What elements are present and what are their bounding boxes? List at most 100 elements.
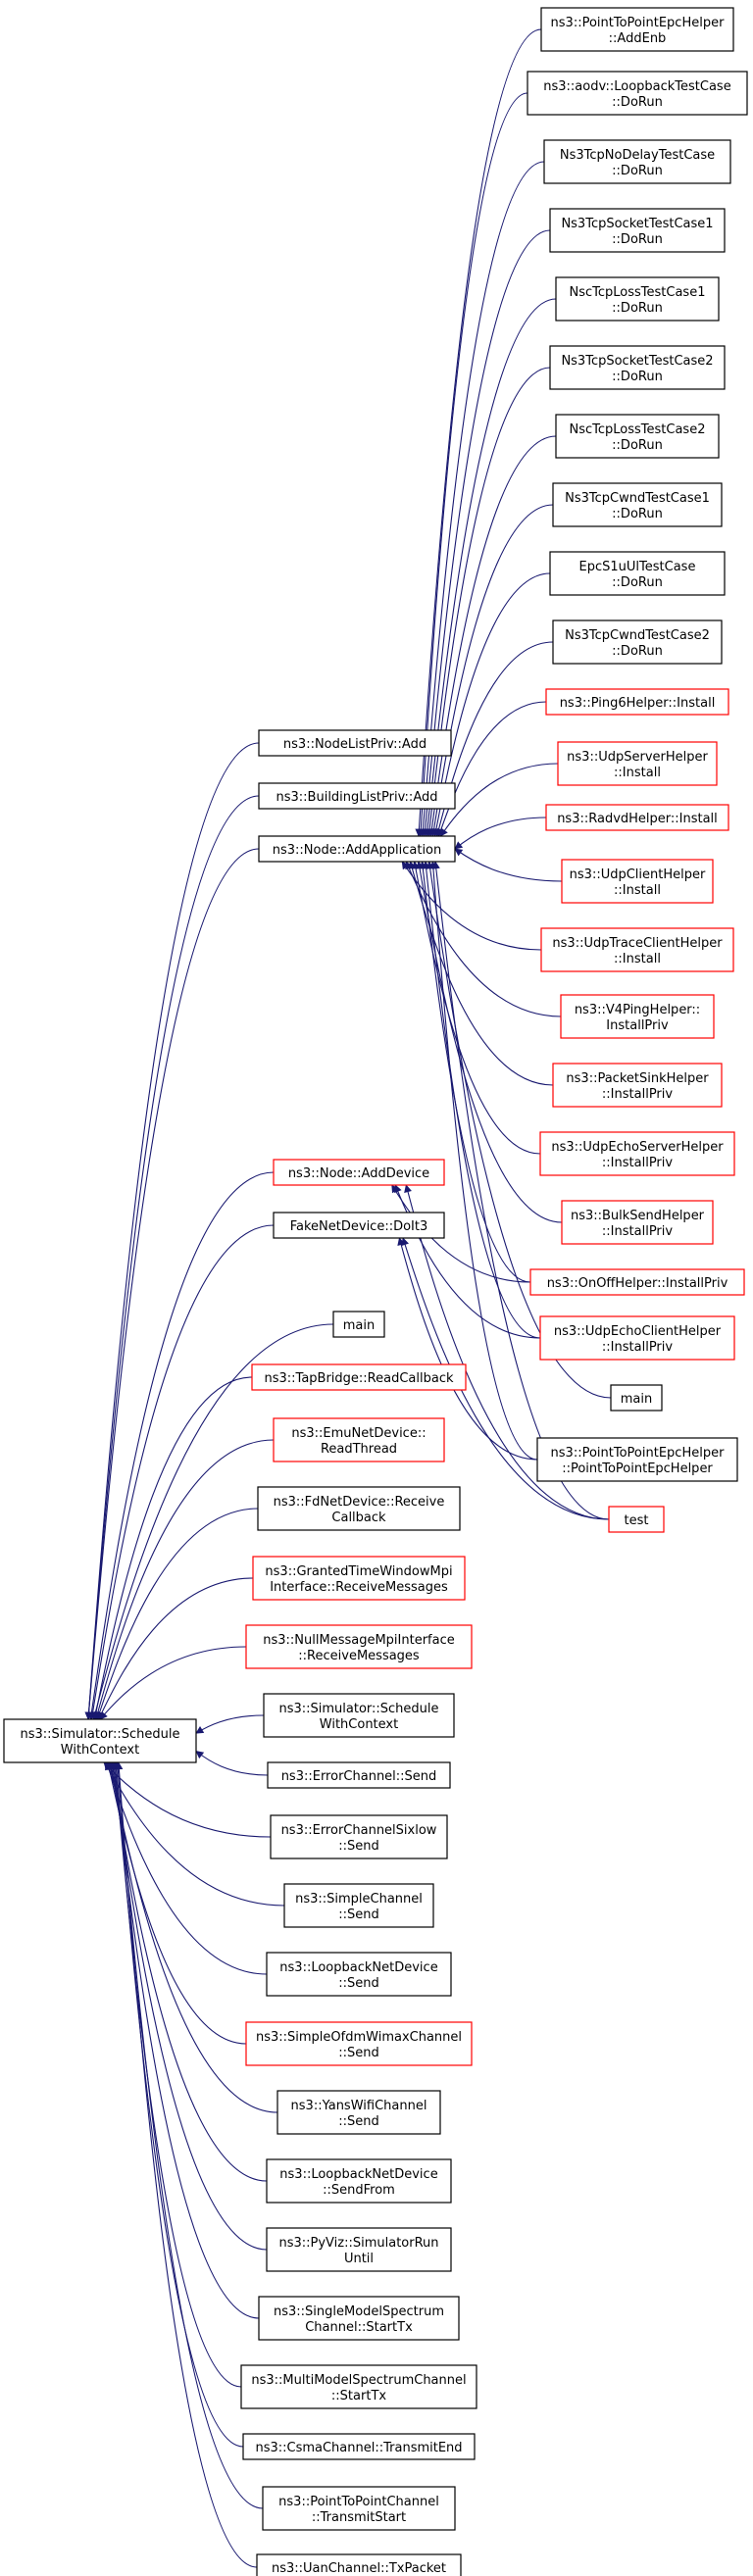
node-aodv-loopback-dorun[interactable]: ns3::aodv::LoopbackTestCase::DoRun (527, 71, 748, 116)
node-box (536, 1437, 738, 1482)
edge-singlemodelspectrumchannel-starttx (110, 1761, 260, 2319)
node-box (539, 1315, 735, 1361)
node-ns3tcpsocket1-dorun[interactable]: Ns3TcpSocketTestCase1::DoRun (549, 208, 726, 253)
edge-udpechoserverhelper-installpriv (412, 861, 541, 1155)
node-multimodelspectrumchannel-starttx[interactable]: ns3::MultiModelSpectrumChannel::StartTx (240, 2364, 477, 2409)
edge-simulator-schedulewithcontext (195, 1714, 265, 1734)
node-fakenetdevice-doit3[interactable]: FakeNetDevice::DoIt3 (273, 1212, 445, 1239)
node-box (608, 1506, 665, 1533)
node-label: ::DoRun (612, 370, 663, 384)
node-node-adddevice[interactable]: ns3::Node::AddDevice (273, 1159, 445, 1186)
edge-test-right (431, 861, 610, 1520)
node-udpserverhelper-install[interactable]: ns3::UdpServerHelper::Install (557, 741, 718, 786)
node-simplechannel-send[interactable]: ns3::SimpleChannel::Send (283, 1883, 434, 1928)
node-label: ns3::SingleModelSpectrum (274, 2304, 444, 2319)
node-label: main (343, 1318, 375, 1333)
node-ns3tcpcwnd2-dorun[interactable]: Ns3TcpCwndTestCase2::DoRun (552, 619, 723, 665)
node-udpechoclienthelper-installpriv[interactable]: ns3::UdpEchoClientHelper::InstallPriv (539, 1315, 735, 1361)
node-main-left[interactable]: main (332, 1311, 385, 1338)
node-label: ns3::PacketSinkHelper (566, 1071, 709, 1086)
edge-udptraceclienthelper-install (401, 861, 542, 951)
node-label: ::Send (338, 1907, 379, 1922)
node-grantedtimewindow-receivemessages[interactable]: ns3::GrantedTimeWindowMpiInterface::Rece… (252, 1556, 466, 1601)
node-label: ns3::OnOffHelper::InstallPriv (547, 1276, 728, 1291)
node-udpechoserverhelper-installpriv[interactable]: ns3::UdpEchoServerHelper::InstallPriv (539, 1131, 735, 1176)
node-box (266, 2227, 452, 2272)
node-label: ::DoRun (612, 95, 663, 110)
node-errorchannel-send[interactable]: ns3::ErrorChannel::Send (267, 1761, 451, 1789)
node-ns3tcpcwnd1-dorun[interactable]: Ns3TcpCwndTestCase1::DoRun (552, 482, 723, 527)
node-label: ns3::Node::AddDevice (288, 1166, 429, 1181)
edge-fdnetdevice-receivecallback (95, 1508, 259, 1720)
node-loopbacknetdevice-send[interactable]: ns3::LoopbackNetDevice::Send (266, 1952, 452, 1997)
node-emunetdevice-readthread[interactable]: ns3::EmuNetDevice::ReadThread (273, 1417, 445, 1462)
node-test-right[interactable]: test (608, 1506, 665, 1533)
node-label: ::PointToPointEpcHelper (562, 1461, 713, 1476)
node-box (258, 2296, 460, 2341)
edge-ns3tcpsocket2-dorun (426, 367, 551, 837)
edge-p2pepc-addenb (415, 28, 542, 837)
node-label: ns3::UdpServerHelper (567, 750, 708, 765)
node-radvdhelper-install[interactable]: ns3::RadvdHelper::Install (545, 804, 729, 831)
node-simpleofdmwimaxchannel-send[interactable]: ns3::SimpleOfdmWimaxChannel::Send (245, 2021, 473, 2066)
node-v4pinghelper-installpriv[interactable]: ns3::V4PingHelper::InstallPriv (560, 994, 715, 1039)
node-packetsinkhelper-installpriv[interactable]: ns3::PacketSinkHelper::InstallPriv (552, 1063, 723, 1108)
node-label: ns3::ErrorChannelSixlow (281, 1823, 437, 1838)
node-p2pepc-addenb[interactable]: ns3::PointToPointEpcHelper::AddEnb (540, 7, 734, 52)
node-pointtopointchannel-transmitstart[interactable]: ns3::PointToPointChannel::TransmitStart (262, 2486, 456, 2531)
node-nsctcploss1-dorun[interactable]: NscTcpLossTestCase1::DoRun (555, 276, 720, 322)
node-errorchannelsixlow-send[interactable]: ns3::ErrorChannelSixlow::Send (270, 1814, 448, 1859)
node-label: ns3::UdpEchoClientHelper (554, 1324, 722, 1339)
node-buildinglistpriv-add[interactable]: ns3::BuildingListPriv::Add (258, 782, 456, 810)
node-label: ns3::TapBridge::ReadCallback (264, 1371, 453, 1386)
node-label: Ns3TcpSocketTestCase1 (561, 217, 713, 231)
node-box (242, 2433, 476, 2460)
node-node-addapplication[interactable]: ns3::Node::AddApplication (258, 835, 456, 863)
node-udptraceclienthelper-install[interactable]: ns3::UdpTraceClientHelper::Install (540, 927, 734, 972)
node-yanswifichannel-send[interactable]: ns3::YansWifiChannel::Send (276, 2090, 441, 2135)
node-bulksendhelper-installpriv[interactable]: ns3::BulkSendHelper::InstallPriv (561, 1200, 714, 1245)
node-label: ::AddEnb (609, 31, 667, 46)
node-uanchannel-txpacket[interactable]: ns3::UanChannel::TxPacket (256, 2553, 462, 2576)
node-label: Channel::StartTx (305, 2320, 413, 2335)
node-box (258, 782, 456, 810)
node-nodelistpriv-add[interactable]: ns3::NodeListPriv::Add (258, 729, 452, 757)
node-ping6helper-install[interactable]: ns3::Ping6Helper::Install (545, 688, 729, 716)
node-label: ::DoRun (612, 301, 663, 316)
node-label: ::InstallPriv (602, 1224, 673, 1239)
node-csmachannel-transmitend[interactable]: ns3::CsmaChannel::TransmitEnd (242, 2433, 476, 2460)
node-ns3tcpsocket2-dorun[interactable]: Ns3TcpSocketTestCase2::DoRun (549, 345, 726, 390)
node-label: WithContext (320, 1717, 398, 1732)
edge-ping6helper-install (437, 701, 547, 837)
node-epcs1uul-dorun[interactable]: EpcS1uUlTestCase::DoRun (549, 551, 726, 596)
node-box (251, 1363, 467, 1391)
node-loopbacknetdevice-sendfrom[interactable]: ns3::LoopbackNetDevice::SendFrom (266, 2158, 452, 2204)
node-label: main (621, 1392, 652, 1407)
node-label: ::TransmitStart (312, 2510, 406, 2525)
node-label: ns3::UdpTraceClientHelper (552, 936, 723, 951)
node-box (552, 1063, 723, 1108)
node-onoffhelper-installpriv[interactable]: ns3::OnOffHelper::InstallPriv (529, 1268, 745, 1296)
node-udpclienthelper-install[interactable]: ns3::UdpClientHelper::Install (561, 859, 714, 904)
edge-udpclienthelper-install (454, 848, 563, 882)
node-ns3tcpnodelay-dorun[interactable]: Ns3TcpNoDelayTestCase::DoRun (543, 139, 731, 184)
node-label: ns3::YansWifiChannel (291, 2099, 427, 2113)
node-nullmessage-receivemessages[interactable]: ns3::NullMessageMpiInterface::ReceiveMes… (245, 1624, 473, 1669)
node-label: ns3::PointToPointEpcHelper (551, 1446, 726, 1461)
node-box (283, 1883, 434, 1928)
node-nsctcploss2-dorun[interactable]: NscTcpLossTestCase2::DoRun (555, 414, 720, 459)
node-label: FakeNetDevice::DoIt3 (290, 1219, 428, 1234)
node-box (549, 551, 726, 596)
node-tapbridge-readcallback[interactable]: ns3::TapBridge::ReadCallback (251, 1363, 467, 1391)
node-label: ns3::ErrorChannel::Send (281, 1769, 437, 1784)
node-box (610, 1384, 663, 1412)
node-label: Ns3TcpSocketTestCase2 (561, 354, 713, 369)
node-main-right[interactable]: main (610, 1384, 663, 1412)
node-p2pepc-ctor[interactable]: ns3::PointToPointEpcHelper::PointToPoint… (536, 1437, 738, 1482)
node-box (545, 804, 729, 831)
